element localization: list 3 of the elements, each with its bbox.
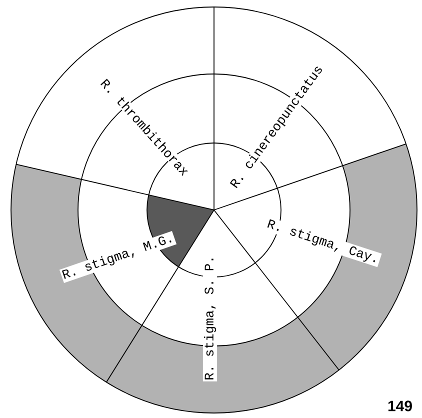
sector-label: R. stigma, M.G. [59,230,177,284]
page-number: 149 [388,400,412,412]
sector-label: R. stigma, S. P. [202,254,218,382]
